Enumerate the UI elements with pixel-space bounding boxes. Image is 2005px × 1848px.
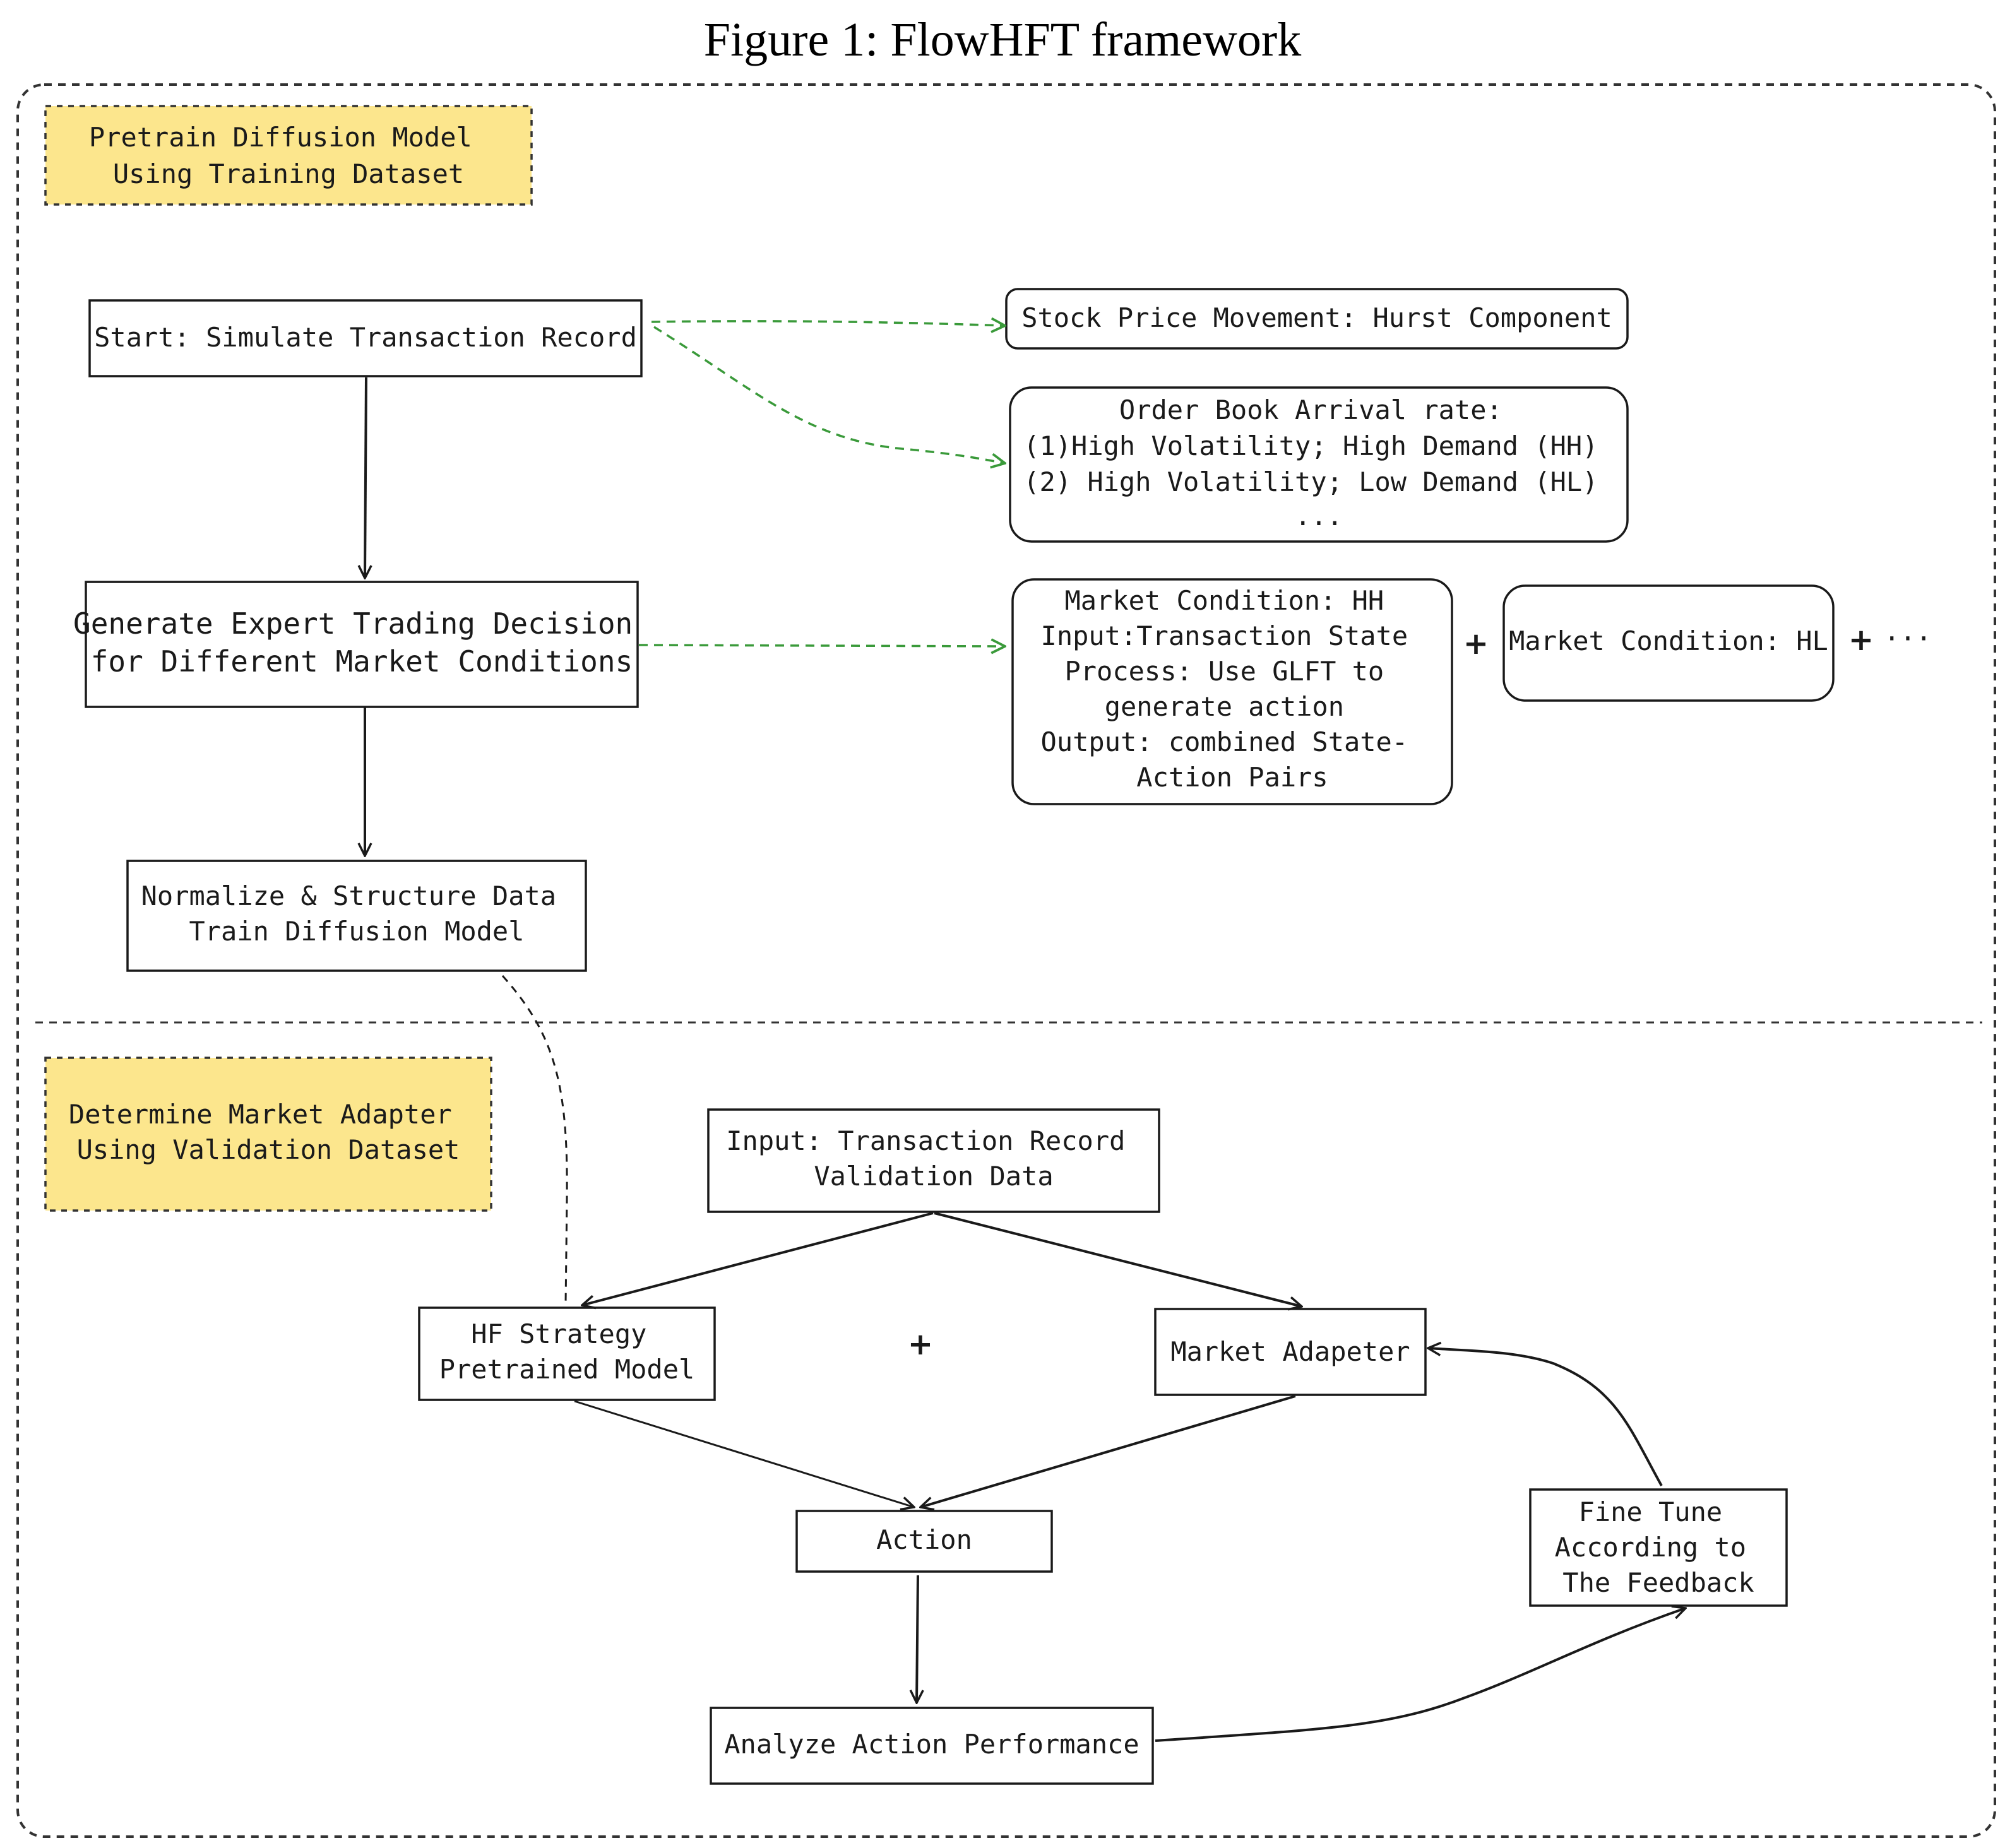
svg-text:Pretrain Diffusion Model: Pretrain Diffusion Model Using Training … bbox=[89, 122, 488, 189]
adapter-label-line: Determine Market Adapter bbox=[69, 1099, 452, 1130]
svg-text:Input: Transaction Record: Input: Transaction Record Validation Dat… bbox=[726, 1125, 1141, 1192]
pretrain-label-line: Using Training Dataset bbox=[113, 158, 464, 189]
input-box-line: Validation Data bbox=[814, 1161, 1053, 1192]
action-line: Action bbox=[876, 1524, 972, 1555]
market-adapter-line: Market Adapeter bbox=[1170, 1336, 1410, 1367]
arrow-action-to-analyze bbox=[917, 1575, 918, 1703]
arrow-start-to-generate bbox=[365, 377, 366, 578]
arrow-analyze-to-fine-tune bbox=[1155, 1608, 1686, 1742]
pretrain-section: Pretrain Diffusion Model Using Training … bbox=[44, 105, 1932, 972]
hf-strategy-line: HF Strategy bbox=[471, 1318, 646, 1349]
outer-frame bbox=[16, 83, 1996, 1838]
svg-text:Order Book Arrival rate:: Order Book Arrival rate: (1)High Volatil… bbox=[1023, 394, 1614, 531]
fine-tune-box: Fine Tune According to The Feedback bbox=[1529, 1488, 1788, 1607]
pretrain-label: Pretrain Diffusion Model Using Training … bbox=[44, 105, 533, 206]
svg-text:Stock Price Movement: Hurst Co: Stock Price Movement: Hurst Component bbox=[1021, 302, 1612, 333]
svg-text:Generate Expert Trading Decisi: Generate Expert Trading Decision for Dif… bbox=[73, 607, 650, 678]
svg-text:Market Condition: HH I: Market Condition: HH Input:Transaction S… bbox=[1041, 585, 1424, 793]
arrow-start-to-order-book bbox=[653, 326, 1005, 463]
ellipsis: ··· bbox=[1884, 623, 1932, 654]
generate-box: Generate Expert Trading Decision for Dif… bbox=[73, 581, 650, 708]
stock-price-box-line: Stock Price Movement: Hurst Component bbox=[1021, 302, 1612, 333]
stock-price-box: Stock Price Movement: Hurst Component bbox=[1005, 288, 1629, 350]
order-book-box: Order Book Arrival rate: (1)High Volatil… bbox=[1009, 386, 1629, 543]
normalize-box-line: Normalize & Structure Data bbox=[141, 880, 556, 911]
fine-tune-line: Fine Tune bbox=[1579, 1496, 1723, 1527]
action-box: Action bbox=[795, 1510, 1053, 1573]
arrow-adapter-to-action bbox=[920, 1395, 1296, 1507]
analyze-line: Analyze Action Performance bbox=[724, 1729, 1139, 1760]
svg-text:Determine Market Adapter: Determine Market Adapter Using Validatio… bbox=[69, 1099, 468, 1165]
order-book-box-line: (2) High Volatility; Low Demand (HL) bbox=[1023, 466, 1598, 497]
market-hh-line: Action Pairs bbox=[1136, 762, 1328, 793]
start-box-line: Start: Simulate Transaction Record bbox=[94, 322, 637, 353]
svg-text:Analyze Action Performance: Analyze Action Performance bbox=[724, 1729, 1139, 1760]
normalize-box-line: Train Diffusion Model bbox=[189, 916, 524, 947]
market-hh-line: Market Condition: HH bbox=[1064, 585, 1384, 616]
adapter-label-line: Using Validation Dataset bbox=[77, 1134, 460, 1165]
market-hl-line: Market Condition: HL bbox=[1509, 625, 1828, 656]
figure-title: Figure 1: FlowHFT framework bbox=[704, 13, 1301, 66]
market-hh-line: Output: combined State- bbox=[1041, 726, 1408, 757]
market-hh-line: generate action bbox=[1105, 691, 1344, 722]
arrow-input-to-adapter bbox=[934, 1212, 1302, 1306]
svg-text:Normalize & Structure Data: Normalize & Structure Data Train Diffusi… bbox=[141, 880, 573, 947]
svg-text:Market Condition: HL: Market Condition: HL bbox=[1509, 625, 1828, 656]
market-hh-line: Process: Use GLFT to bbox=[1064, 656, 1384, 687]
svg-text:Action: Action bbox=[876, 1524, 972, 1555]
arrow-fine-tune-to-adapter bbox=[1428, 1348, 1663, 1486]
svg-text:HF Strategy Pretrained: HF Strategy Pretrained Model bbox=[439, 1318, 695, 1385]
plus-sign: + bbox=[908, 1327, 933, 1362]
normalize-box: Normalize & Structure Data Train Diffusi… bbox=[126, 860, 587, 972]
order-book-box-line: (1)High Volatility; High Demand (HH) bbox=[1023, 430, 1598, 461]
generate-box-line: for Different Market Conditions bbox=[91, 644, 633, 678]
svg-text:Market Adapeter: Market Adapeter bbox=[1170, 1336, 1410, 1367]
analyze-box: Analyze Action Performance bbox=[710, 1707, 1154, 1785]
arrow-input-to-hf bbox=[582, 1212, 934, 1305]
fine-tune-line: The Feedback bbox=[1562, 1567, 1754, 1598]
market-condition-hh-box: Market Condition: HH Input:Transaction S… bbox=[1011, 578, 1453, 805]
generate-box-line: Generate Expert Trading Decision bbox=[73, 607, 633, 641]
adapter-section: Determine Market Adapter Using Validatio… bbox=[44, 975, 1788, 1785]
adapter-label: Determine Market Adapter Using Validatio… bbox=[44, 1057, 492, 1212]
svg-text:Start: Simulate Transaction Re: Start: Simulate Transaction Record bbox=[94, 322, 637, 353]
link-normalize-to-hf bbox=[501, 975, 568, 1305]
arrow-hf-to-action bbox=[574, 1400, 914, 1507]
svg-text:Fine Tune According to: Fine Tune According to The Feedback bbox=[1555, 1496, 1763, 1598]
start-box: Start: Simulate Transaction Record bbox=[88, 299, 643, 377]
hf-strategy-box: HF Strategy Pretrained Model bbox=[418, 1306, 716, 1401]
plus-sign: + bbox=[1463, 626, 1489, 661]
order-book-box-line: ... bbox=[1295, 500, 1343, 531]
order-book-box-line: Order Book Arrival rate: bbox=[1119, 394, 1502, 425]
hf-strategy-line: Pretrained Model bbox=[439, 1354, 695, 1385]
market-adapter-box: Market Adapeter bbox=[1154, 1308, 1427, 1396]
market-hh-line: Input:Transaction State bbox=[1041, 620, 1408, 651]
fine-tune-line: According to bbox=[1555, 1532, 1746, 1563]
pretrain-label-line: Pretrain Diffusion Model bbox=[89, 122, 472, 153]
plus-sign: + bbox=[1848, 622, 1874, 658]
arrow-generate-to-market-hh bbox=[638, 645, 1005, 646]
input-box: Input: Transaction Record Validation Dat… bbox=[707, 1108, 1160, 1213]
market-condition-hl-box: Market Condition: HL bbox=[1502, 584, 1835, 702]
input-box-line: Input: Transaction Record bbox=[726, 1125, 1125, 1156]
arrow-start-to-stock-price bbox=[651, 321, 1005, 326]
